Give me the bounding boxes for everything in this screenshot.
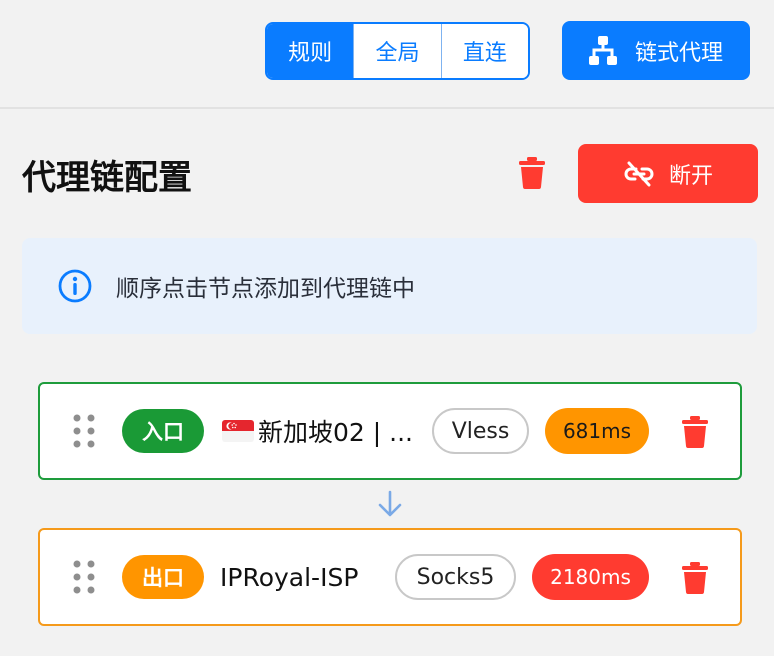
mode-global-button[interactable]: 全局 — [353, 24, 441, 78]
chain-proxy-label: 链式代理 — [634, 40, 723, 66]
latency-badge: 681ms — [545, 408, 649, 454]
trash-icon[interactable] — [682, 416, 708, 448]
mode-segmented-control: 规则 全局 直连 — [265, 22, 530, 80]
drag-handle-icon[interactable] — [73, 560, 95, 594]
chain-proxy-button[interactable]: 链式代理 — [562, 21, 750, 80]
info-circle-icon — [58, 269, 92, 303]
node-name: 新加坡02 | ... — [222, 384, 413, 478]
hierarchy-icon — [588, 35, 617, 65]
trash-icon[interactable] — [519, 157, 545, 189]
mode-rule-button[interactable]: 规则 — [267, 24, 354, 78]
unlink-icon — [624, 161, 654, 186]
info-banner: 顺序点击节点添加到代理链中 — [22, 238, 757, 334]
chain-node-entry[interactable]: 入口 新加坡02 | ... Vless 681ms — [38, 382, 742, 480]
trash-icon[interactable] — [682, 562, 708, 594]
entry-role-badge: 入口 — [122, 409, 204, 453]
chain-node-exit[interactable]: 出口 IPRoyal-ISP Socks5 2180ms — [38, 528, 742, 626]
latency-badge: 2180ms — [532, 554, 649, 600]
arrow-down-icon — [378, 490, 402, 517]
page-title: 代理链配置 — [22, 158, 192, 198]
node-name-text: 新加坡02 | ... — [258, 418, 413, 447]
drag-handle-icon[interactable] — [73, 414, 95, 448]
node-name-text: IPRoyal-ISP — [220, 562, 359, 592]
protocol-badge: Socks5 — [395, 554, 516, 600]
top-bar: 规则 全局 直连 链式代理 — [0, 0, 774, 109]
singapore-flag-icon — [222, 420, 254, 442]
disconnect-button[interactable]: 断开 — [578, 144, 758, 203]
info-text: 顺序点击节点添加到代理链中 — [116, 276, 415, 302]
protocol-badge: Vless — [432, 408, 529, 454]
mode-direct-button[interactable]: 直连 — [440, 24, 528, 78]
disconnect-label: 断开 — [668, 163, 713, 189]
exit-role-badge: 出口 — [122, 555, 204, 599]
